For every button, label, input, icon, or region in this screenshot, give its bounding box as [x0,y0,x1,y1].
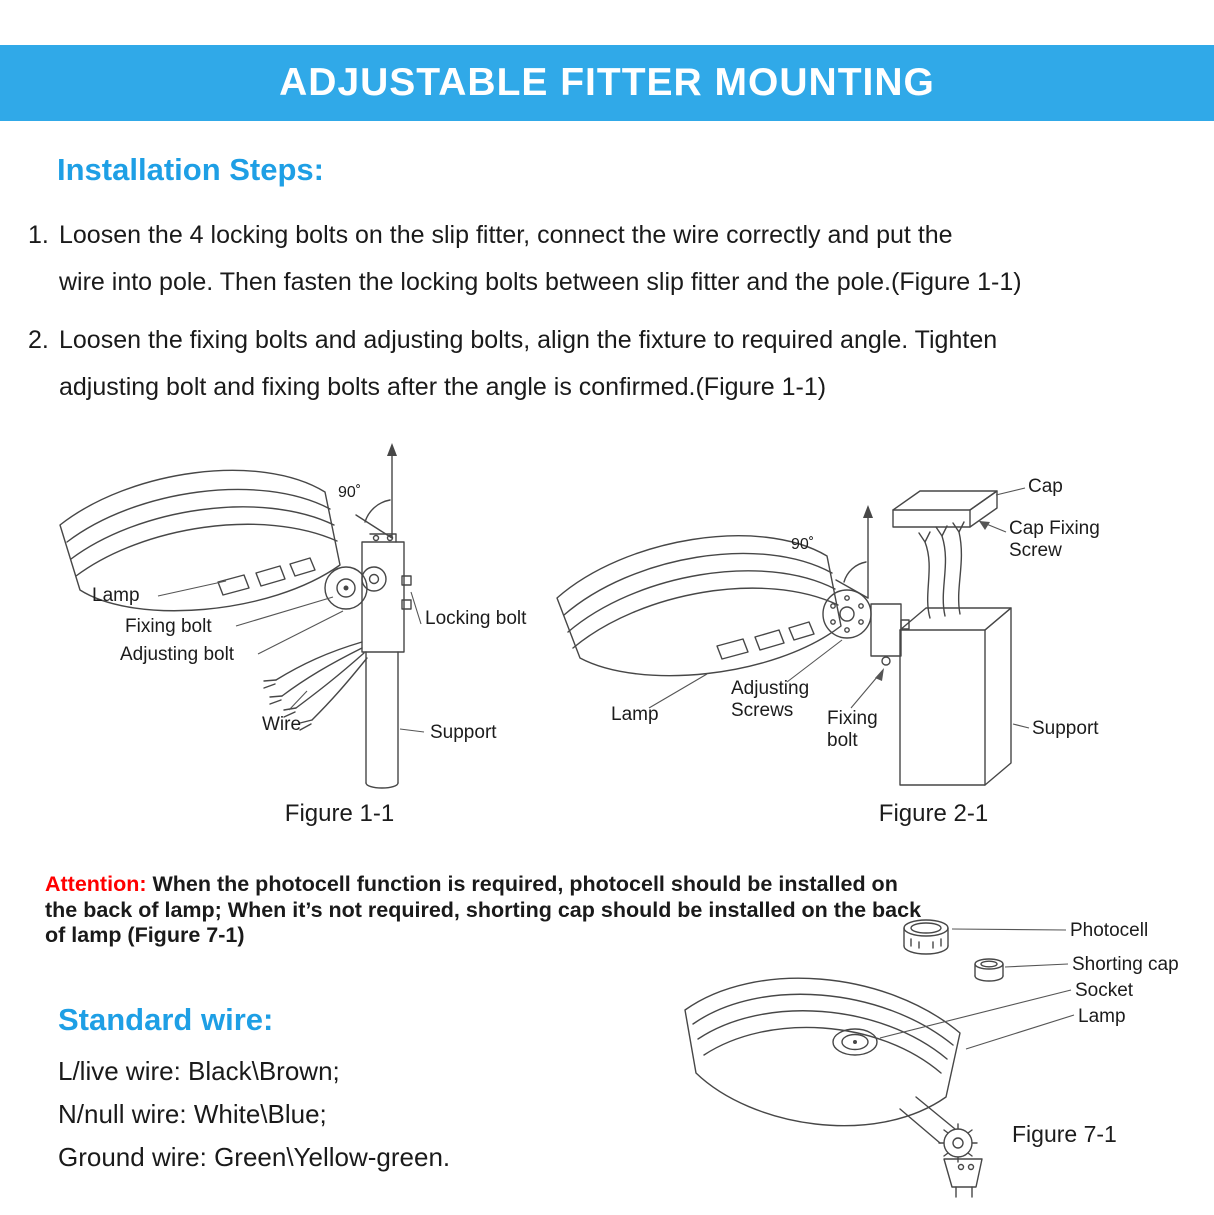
attention-note: Attention: When the photocell function i… [45,872,930,949]
support-label: Support [1032,718,1099,739]
lamp-back-drawing [684,977,961,1127]
step-text-line: adjusting bolt and fixing bolts after th… [59,373,827,401]
square-support-drawing [899,607,1012,786]
wires-drawing [263,641,368,731]
angle-arrow [355,443,397,539]
wire-label: Wire [262,714,302,735]
cap-drawing [892,490,998,528]
slip-fitter-drawing [361,533,412,653]
angle-label: 90˚ [791,536,815,553]
figure-1-1-caption: Figure 1-1 [284,800,395,827]
lamp-head-drawing [59,469,341,612]
attention-label: Attention: [45,872,147,896]
step-text-line: Loosen the 4 locking bolts on the slip f… [59,221,953,249]
adjusting-bolt-label: Adjusting bolt [120,644,235,665]
angle-arrow [835,505,873,599]
leader-lines [879,928,1075,1050]
fixing-bolt-label: Fixing bolt [125,616,212,637]
lamp-label: Lamp [92,585,140,606]
figure-1-1: 90˚ Lamp Fixing bolt Adjusting bolt Wire… [40,430,540,790]
shorting-cap-label: Shorting cap [1072,954,1179,975]
leader-lines [157,580,425,733]
lamp-head-drawing [556,535,842,677]
slip-fitter-mounting-drawing [59,443,425,789]
figure-7-1-caption: Figure 7-1 [1012,1121,1117,1147]
photocell-label: Photocell [1070,920,1149,941]
support-pole-drawing [365,651,399,789]
fixing-bolt-label: Fixing bolt [827,708,878,751]
adjusting-screws-plate-drawing [822,589,872,639]
installation-step-2: 2. Loosen the fixing bolts and adjusting… [28,317,997,411]
standard-wire-list: L/live wire: Black\Brown; N/null wire: W… [58,1050,450,1179]
installation-step-1: 1. Loosen the 4 locking bolts on the sli… [28,212,1022,306]
installation-steps-heading: Installation Steps: [57,152,324,187]
ground-wire-spec: Ground wire: Green\Yellow-green. [58,1142,451,1172]
leader-lines [648,487,1030,729]
lamp-label: Lamp [611,704,659,725]
adjusting-hinge-drawing [324,566,387,610]
lamp-label: Lamp [1078,1006,1126,1027]
step-text-line: Loosen the fixing bolts and adjusting bo… [59,326,998,354]
socket-drawing [832,1028,878,1056]
wires-drawing [918,521,965,619]
square-pole-mounting-drawing [556,487,1030,786]
figure-7-1: Photocell Shorting cap Socket Lamp Figur… [660,915,1214,1215]
cap-label: Cap [1028,476,1063,497]
step-number: 1. [28,221,49,249]
standard-wire-heading: Standard wire: [58,1002,274,1037]
step-number: 2. [28,326,49,354]
adjusting-screws-label: Adjusting Screws [731,678,810,721]
step-text-line: wire into pole. Then fasten the locking … [59,268,1022,296]
photocell-drawing [903,919,949,955]
angle-label: 90˚ [338,484,362,501]
mounting-arm-drawing [899,1096,983,1198]
cap-fixing-screw-label: Cap Fixing Screw [1009,518,1100,561]
page-header-banner: ADJUSTABLE FITTER MOUNTING [0,45,1214,121]
live-wire-spec: L/live wire: Black\Brown; [58,1056,340,1086]
support-label: Support [430,722,497,743]
photocell-socket-drawing [684,919,1075,1198]
attention-text: When the photocell function is required,… [45,872,922,947]
figure-2-1-caption: Figure 2-1 [878,800,989,827]
page-title: ADJUSTABLE FITTER MOUNTING [279,61,935,104]
null-wire-spec: N/null wire: White\Blue; [58,1099,327,1129]
locking-bolt-label: Locking bolt [425,608,527,629]
shorting-cap-drawing [974,958,1004,982]
socket-label: Socket [1075,980,1134,1001]
figure-2-1: 90˚ Cap Cap Fixing Screw Lamp Adjusting … [545,468,1210,798]
fitter-arm-drawing [870,603,910,666]
